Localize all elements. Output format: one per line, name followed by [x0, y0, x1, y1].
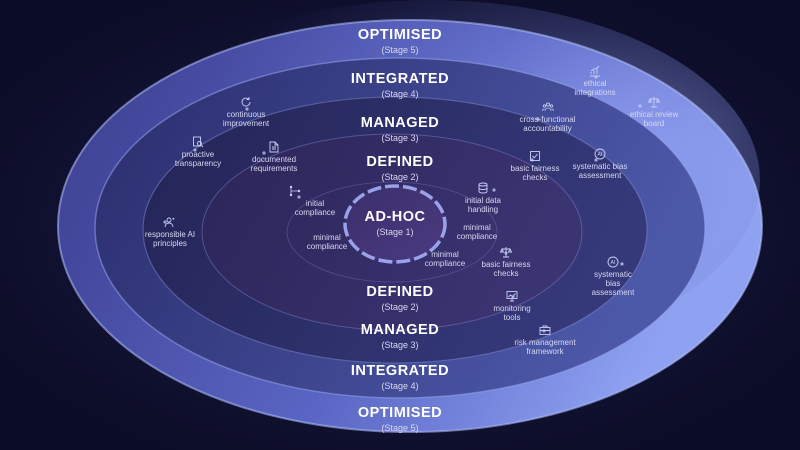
- ai-badge-icon: AI: [607, 256, 619, 268]
- node-label: basic fairness checks: [510, 164, 560, 183]
- ring-connector-dots: [163, 75, 642, 333]
- node-initial-compliance: initial compliance: [285, 185, 345, 217]
- ring-defined-edge: [201, 133, 583, 331]
- ai-badge-icon: AI: [594, 148, 606, 160]
- search-document-icon: [192, 136, 204, 148]
- ring-managed-edge: [142, 96, 648, 364]
- stage-name: MANAGED: [360, 322, 440, 338]
- node-documented-requirements: documented requirements: [236, 141, 312, 173]
- node-basic-fairness-checks-bottom: basic fairness checks: [470, 246, 542, 278]
- stage-number: (Stage 3): [381, 339, 419, 350]
- node-label: minimal compliance: [456, 223, 498, 242]
- node-ethical-integrations: ethical integrations: [560, 65, 630, 97]
- node-ethical-review-board: ethical review board: [614, 96, 694, 128]
- node-minimal-compliance-left: minimal compliance: [298, 233, 356, 251]
- node-label: minimal compliance: [306, 233, 348, 252]
- node-minimal-compliance-bottom: minimal compliance: [416, 250, 474, 268]
- node-systematic-bias-assessment-bottom: AI systematic bias assessment: [585, 256, 641, 298]
- node-label: systematic bias assessment: [572, 162, 628, 181]
- stage-integrated-top: INTEGRATED (Stage 4): [340, 72, 460, 99]
- stage-number: (Stage 3): [381, 132, 419, 143]
- node-basic-fairness-checks-top: basic fairness checks: [500, 150, 570, 182]
- stage-number: (Stage 2): [381, 171, 419, 182]
- stage-number: (Stage 2): [381, 301, 419, 312]
- stage-optimised-bottom: OPTIMISED (Stage 5): [340, 406, 460, 433]
- node-label: responsible AI principles: [144, 230, 196, 249]
- node-continuous-improvement: continuous improvement: [210, 96, 282, 128]
- node-risk-management-framework: risk management framework: [505, 324, 585, 356]
- stage-name: OPTIMISED: [357, 405, 443, 421]
- stage-integrated-bottom: INTEGRATED (Stage 4): [340, 364, 460, 391]
- node-label: monitoring tools: [493, 304, 531, 323]
- ai-person-icon: [164, 216, 176, 228]
- monitor-chart-icon: [506, 290, 518, 302]
- stage-name: INTEGRATED: [350, 363, 450, 379]
- stage-name: DEFINED: [366, 154, 434, 170]
- node-label: basic fairness checks: [481, 260, 531, 279]
- core-adhoc: [345, 186, 445, 262]
- ring-optimised-edge: [57, 19, 763, 433]
- node-cross-functional-accountability: cross-functional accountability: [505, 101, 590, 133]
- node-label: continuous improvement: [222, 110, 270, 129]
- svg-text:AI: AI: [598, 152, 603, 158]
- stage-managed-top: MANAGED (Stage 3): [340, 116, 460, 143]
- node-label: ethical review board: [629, 110, 679, 129]
- briefcase-icon: [539, 324, 551, 336]
- node-monitoring-tools: monitoring tools: [482, 290, 542, 322]
- node-label: proactive transparency: [174, 150, 222, 169]
- node-label: risk management framework: [514, 338, 576, 357]
- team-icon: [541, 101, 554, 113]
- stage-optimised-top: OPTIMISED (Stage 5): [340, 28, 460, 55]
- stage-name: AD-HOC: [364, 209, 426, 225]
- node-label: initial compliance: [294, 199, 336, 218]
- stage-number: (Stage 4): [381, 88, 419, 99]
- stage-defined-top: DEFINED (Stage 2): [340, 155, 460, 182]
- ring-adhoc-outline: [286, 181, 498, 283]
- node-label: minimal compliance: [424, 250, 466, 269]
- scales-icon: [648, 96, 660, 108]
- scales-icon: [500, 246, 512, 258]
- stage-managed-bottom: MANAGED (Stage 3): [340, 323, 460, 350]
- node-label: initial data handling: [464, 196, 502, 215]
- stage-number: (Stage 1): [376, 226, 414, 237]
- core-dashed-ring: [343, 184, 447, 264]
- stage-name: DEFINED: [366, 284, 434, 300]
- node-label: documented requirements: [250, 155, 298, 174]
- stage-name: OPTIMISED: [357, 27, 443, 43]
- stage-name: INTEGRATED: [350, 71, 450, 87]
- checklist-icon: [529, 150, 541, 162]
- svg-text:AI: AI: [611, 260, 616, 266]
- stage-defined-bottom: DEFINED (Stage 2): [340, 285, 460, 312]
- stage-number: (Stage 5): [381, 422, 419, 433]
- stage-adhoc: AD-HOC (Stage 1): [345, 210, 445, 237]
- flow-icon: [289, 185, 301, 197]
- node-minimal-compliance-right: minimal compliance: [448, 223, 506, 241]
- node-label: systematic bias assessment: [591, 270, 635, 298]
- stage-number: (Stage 4): [381, 380, 419, 391]
- node-systematic-bias-assessment-top: AI systematic bias assessment: [562, 148, 638, 180]
- growth-chart-icon: [589, 65, 601, 77]
- node-initial-data-handling: initial data handling: [450, 182, 516, 214]
- document-icon: [268, 141, 280, 153]
- stage-number: (Stage 5): [381, 44, 419, 55]
- node-label: cross-functional accountability: [519, 115, 576, 134]
- refresh-cycle-icon: [240, 96, 252, 108]
- node-proactive-transparency: proactive transparency: [160, 136, 236, 168]
- node-label: ethical integrations: [574, 79, 616, 98]
- stage-name: MANAGED: [360, 115, 440, 131]
- ring-integrated-edge: [94, 57, 706, 399]
- node-responsible-ai-principles: responsible AI principles: [132, 216, 208, 248]
- database-icon: [477, 182, 489, 194]
